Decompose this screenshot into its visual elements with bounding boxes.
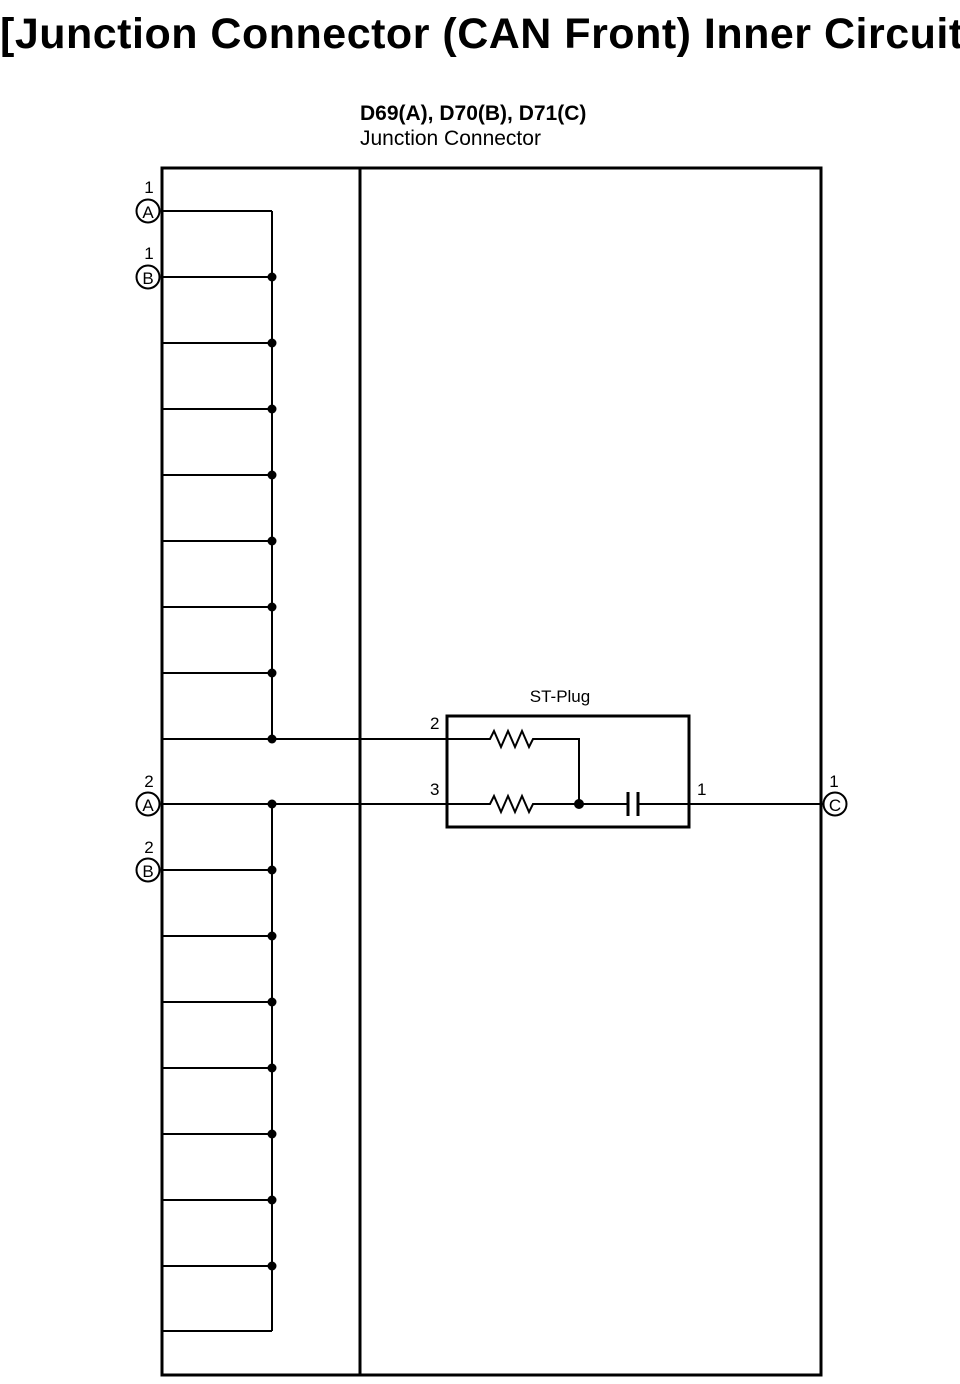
terminal-c1: C 1	[822, 772, 848, 817]
terminal-a2: A 2	[135, 772, 161, 817]
terminal-pin: 1	[829, 772, 838, 791]
junction-dot	[267, 1129, 277, 1139]
junction-dot	[267, 404, 277, 414]
terminal-letter: B	[142, 862, 153, 881]
terminal-b2: B 2	[135, 838, 161, 883]
terminal-circle	[135, 791, 161, 817]
connector-outline	[160, 166, 823, 1377]
terminal-circle	[135, 264, 161, 290]
plug-pin-label: 1	[697, 780, 706, 799]
st-plug-outline	[445, 714, 691, 829]
page-title: [Junction Connector (CAN Front) Inner Ci…	[0, 10, 960, 58]
junction-dot	[267, 931, 277, 941]
terminal-circle	[135, 198, 161, 224]
junction-dot	[267, 272, 277, 282]
junction-dot	[267, 1261, 277, 1271]
junction-dot	[267, 470, 277, 480]
connector-code-label: D69(A), D70(B), D71(C)	[360, 102, 586, 125]
terminal-letter: A	[142, 796, 154, 815]
junction-dot	[267, 865, 277, 875]
resistor-upper	[447, 728, 580, 804]
junction-dot	[267, 668, 277, 678]
terminal-circle	[135, 857, 161, 883]
terminal-pin: 1	[144, 178, 153, 197]
terminal-letter: B	[142, 269, 153, 288]
junction-dot	[267, 536, 277, 546]
plug-pin-label: 3	[430, 780, 439, 799]
terminal-b1: B 1	[135, 244, 161, 290]
junction-dot	[267, 602, 277, 612]
terminal-pin: 2	[144, 772, 153, 791]
st-plug: ST-Plug 2 3 1	[430, 687, 706, 829]
junction-dot	[267, 997, 277, 1007]
terminal-letter: C	[829, 796, 841, 815]
junction-dot	[267, 799, 277, 809]
terminal-letter: A	[142, 203, 154, 222]
plug-pin-label: 2	[430, 714, 439, 733]
lower-bus-group	[162, 799, 447, 1332]
junction-dot	[267, 734, 277, 744]
terminal-pin: 1	[144, 244, 153, 263]
junction-dot	[267, 1195, 277, 1205]
resistor-lower	[447, 793, 579, 815]
junction-dot	[267, 1063, 277, 1073]
upper-bus-group	[162, 210, 447, 744]
st-plug-label: ST-Plug	[530, 687, 590, 706]
junction-dot	[267, 338, 277, 348]
terminal-a1: A 1	[135, 178, 161, 224]
terminal-circle	[822, 791, 848, 817]
terminal-pin: 2	[144, 838, 153, 857]
connector-name-label: Junction Connector	[360, 127, 541, 150]
